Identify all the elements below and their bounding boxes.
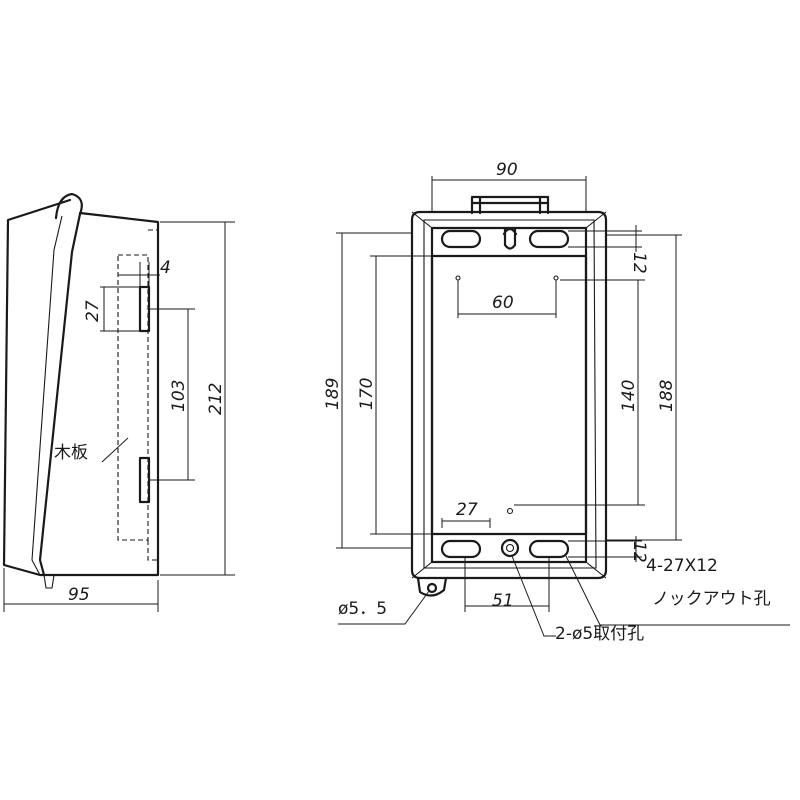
knockout-slot-bl [440, 539, 482, 559]
dim-188: 188 [657, 379, 677, 412]
hang-hole [426, 582, 438, 594]
dim-140-line [514, 279, 645, 506]
dim-95: 95 [68, 585, 90, 605]
dim-4-line [118, 262, 160, 287]
inner-panel [430, 254, 588, 536]
knockout-slot-tr [528, 229, 570, 249]
dim-103: 103 [169, 380, 189, 412]
side-body-outline [2, 198, 160, 577]
dim-60: 60 [492, 293, 514, 313]
second-frame [423, 219, 597, 569]
side-hook [38, 192, 83, 577]
outer-frame [410, 210, 608, 580]
dim-189-line [336, 232, 412, 549]
bevel-corner-lines [411, 211, 607, 579]
mounting-hole-note: 2-ø5取付孔 [555, 624, 644, 644]
dim-90-line [431, 176, 587, 212]
wood-board-leader [101, 437, 129, 463]
bottom-mount-hole-inner [505, 543, 515, 553]
knockout-size-note: 4-27X12 [646, 556, 718, 576]
dim-189: 189 [323, 378, 343, 410]
upper-bracket [138, 285, 151, 333]
hang-hole-note: ø5．5 [338, 599, 387, 619]
dim-95-line [3, 568, 159, 612]
dim-12-bottom: 12 [629, 541, 649, 563]
dim-90: 90 [496, 160, 518, 180]
dim-188-line [606, 234, 682, 541]
side-lid-line [31, 215, 63, 576]
dim-170: 170 [357, 378, 377, 410]
mounting-hole-leader [511, 555, 556, 637]
dim-170-line [370, 255, 432, 535]
dim-12-top-line [568, 225, 642, 252]
dim-51: 51 [492, 591, 514, 611]
knockout-name-note: ノックアウト孔 [652, 589, 771, 609]
dim-140: 140 [619, 380, 639, 412]
hang-hole-leader [338, 590, 430, 625]
side-view: 95 212 103 27 4 木板 [2, 192, 235, 612]
wood-board-dashed [117, 254, 149, 541]
knockout-slot-br [528, 539, 570, 559]
dim-4: 4 [160, 258, 171, 278]
bottom-mount-hole-outer [500, 538, 520, 558]
knockout-leader [565, 555, 790, 626]
dim-60-line [457, 280, 557, 318]
dim-51-line [464, 557, 550, 612]
dim-12-bottom-line [568, 536, 642, 562]
dim-12-top: 12 [629, 252, 649, 274]
small-hole-right [553, 275, 559, 281]
small-hole-bottom [506, 507, 514, 515]
inner-wall-dashed [147, 229, 158, 561]
dim-103-line [150, 308, 195, 481]
dim-27-line [100, 286, 140, 332]
dim-27b-line [441, 518, 491, 528]
dim-27-side: 27 [83, 300, 103, 322]
keyhole [502, 226, 518, 250]
wood-board-label: 木板 [54, 443, 88, 463]
knockout-slot-tl [440, 229, 482, 249]
lower-bracket [138, 456, 151, 504]
dim-212-line [160, 221, 235, 576]
hang-tab [416, 576, 448, 597]
side-bottom-peg [43, 574, 55, 589]
top-handle [470, 195, 550, 215]
front-view: 90 60 27 51 189 170 140 188 12 12 4-27X1… [323, 160, 790, 644]
dim-27-front: 27 [456, 500, 478, 520]
dim-212: 212 [206, 383, 226, 415]
small-hole-left [455, 275, 461, 281]
